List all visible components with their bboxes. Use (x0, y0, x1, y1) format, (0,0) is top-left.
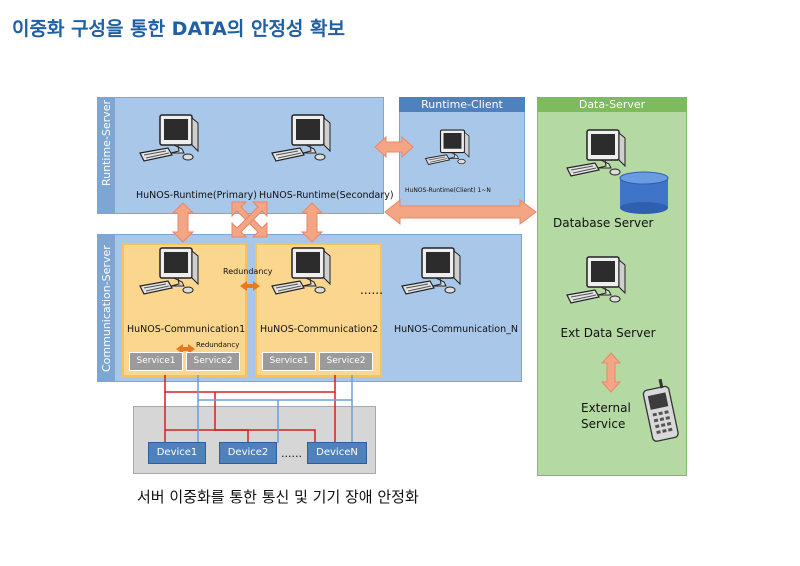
runtime-client-panel (399, 97, 525, 214)
runtime-primary-computer-icon (138, 115, 200, 163)
diagram-caption: 서버 이중화를 통한 통신 및 기기 장애 안정화 (137, 488, 419, 506)
runtime-client-header: Runtime-Client (399, 97, 525, 112)
database-server-label: Database Server (553, 216, 654, 230)
comm2-service2: Service2 (319, 352, 373, 371)
runtime-secondary-computer-icon (270, 115, 332, 163)
comm-ellipsis: ...... (360, 283, 383, 297)
runtime-server-strip (97, 97, 115, 214)
device-ellipsis: ...... (281, 447, 302, 460)
device2: Device2 (219, 442, 277, 464)
mobile-phone-icon (646, 384, 676, 442)
comm1-service1: Service1 (129, 352, 183, 371)
communication-server-strip (97, 234, 115, 382)
comm1-service2: Service2 (186, 352, 240, 371)
runtime-client-computer-icon (424, 130, 472, 168)
runtime-primary-label: HuNOS-Runtime(Primary) (136, 190, 258, 201)
commN-label: HuNOS-Communication_N (394, 324, 518, 335)
comm1-label: HuNOS-Communication1 (127, 324, 246, 335)
data-server-header: Data-Server (537, 97, 687, 112)
comm1-computer-icon (138, 248, 200, 296)
comm2-label: HuNOS-Communication2 (260, 324, 379, 335)
runtime-secondary-label: HuNOS-Runtime(Secondary) (259, 190, 394, 201)
redundancy-bottom-label: Redundancy (196, 341, 240, 349)
comm2-service1: Service1 (262, 352, 316, 371)
external-service-label: External Service (581, 400, 631, 432)
ext-data-server-computer-icon (565, 257, 627, 305)
redundancy-top-label: Redundancy (223, 267, 273, 276)
external-service-line1: External (581, 401, 631, 415)
external-service-line2: Service (581, 417, 626, 431)
comm2-computer-icon (270, 248, 332, 296)
device1: Device1 (148, 442, 206, 464)
database-server-icon (565, 130, 669, 214)
page-title: 이중화 구성을 통한 DATA의 안정성 확보 (12, 18, 345, 40)
commN-computer-icon (400, 248, 462, 296)
deviceN: DeviceN (307, 442, 367, 464)
ext-data-server-label: Ext Data Server (560, 326, 656, 340)
runtime-client-label: HuNOS-Runtime(Client) 1~N (405, 187, 491, 194)
